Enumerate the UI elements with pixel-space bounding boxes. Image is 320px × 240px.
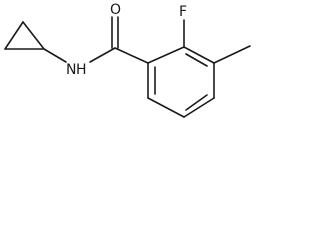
bond-carbonyl-ring — [114, 47, 149, 64]
amide-hydrogen-label: H — [76, 62, 87, 78]
bond-cyclopropyl-n — [43, 48, 67, 63]
ring-bond-c1-c2 — [147, 46, 185, 64]
cyclopropyl-bond-left — [4, 21, 24, 50]
ring-bond-c2-c3 — [183, 46, 215, 64]
ring-inner-double-c2-c3 — [185, 53, 208, 67]
fluorine-label: F — [179, 4, 187, 20]
ring-inner-double-c4-c5 — [185, 94, 208, 111]
cyclopropyl-bond-right — [22, 21, 45, 50]
ring-bond-c4-c5 — [183, 97, 215, 118]
carbonyl-double-bond — [111, 16, 119, 49]
bond-ring-methyl — [213, 45, 251, 64]
chemical-structure-diagram: N H O F — [4, 2, 251, 118]
ring-bond-c5-c6 — [147, 97, 185, 118]
amide-nitrogen-label: N — [66, 62, 76, 78]
cyclopropyl-ring — [4, 21, 45, 50]
bond-n-carbonyl — [89, 47, 116, 63]
benzene-ring — [147, 46, 215, 118]
oxygen-label: O — [110, 2, 121, 18]
